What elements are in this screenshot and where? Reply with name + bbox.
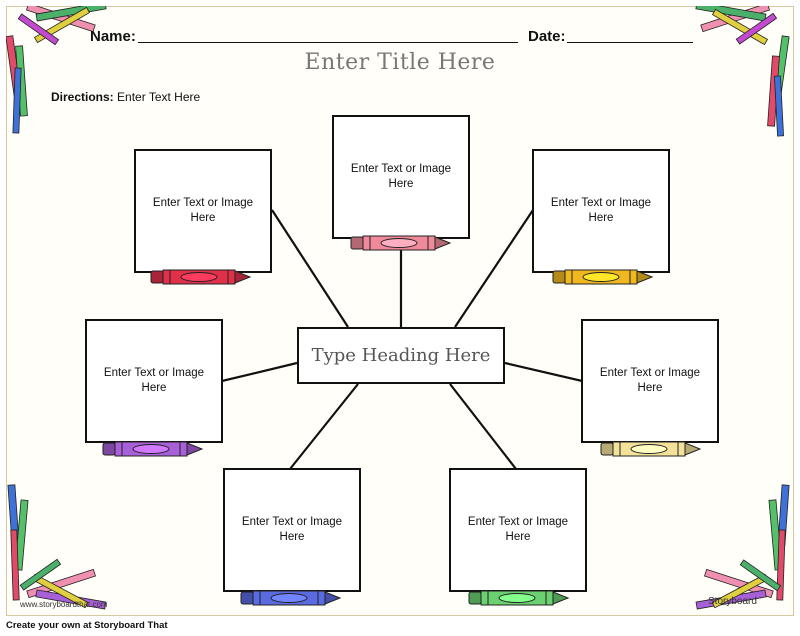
crayon-icon <box>150 269 252 285</box>
crayon-icon <box>600 441 702 457</box>
directions-text: Enter Text Here <box>117 90 201 104</box>
crayon-icon <box>468 590 570 606</box>
connector-line <box>271 209 349 328</box>
name-label: Name: <box>90 28 136 45</box>
corner-crayons-top-left <box>6 6 107 134</box>
idea-box-4[interactable]: Enter Text or Image Here <box>85 319 223 443</box>
page-title[interactable]: Enter Title Here <box>304 50 496 75</box>
idea-box-3[interactable]: Enter Text or Image Here <box>532 149 670 273</box>
connector-line <box>221 361 298 383</box>
watermark-left: www.storyboardthat.com <box>20 600 108 609</box>
idea-box-2[interactable]: Enter Text or Image Here <box>332 115 470 239</box>
footer-credit[interactable]: Create your own at Storyboard That <box>6 620 168 631</box>
date-line[interactable] <box>567 42 693 43</box>
idea-box-1[interactable]: Enter Text or Image Here <box>134 149 272 273</box>
idea-box-5[interactable]: Enter Text or Image Here <box>581 319 719 443</box>
corner-crayons-bottom-left <box>7 484 107 610</box>
name-line[interactable] <box>138 42 518 43</box>
idea-box-7[interactable]: Enter Text or Image Here <box>449 468 587 592</box>
connector-line <box>289 383 359 470</box>
center-heading[interactable]: Type Heading Here <box>297 327 505 384</box>
connector-line <box>449 383 517 470</box>
directions[interactable]: Directions: Enter Text Here <box>51 90 200 104</box>
connector-line <box>454 209 534 328</box>
crayon-icon <box>350 235 452 251</box>
date-label: Date: <box>528 28 566 45</box>
corner-crayons-top-right <box>695 6 790 137</box>
corner-crayons-bottom-right <box>695 484 790 610</box>
connector-line <box>504 361 583 383</box>
crayon-icon <box>240 590 342 606</box>
directions-label: Directions: <box>51 90 114 104</box>
watermark-right: Storyboard <box>708 596 757 607</box>
idea-box-6[interactable]: Enter Text or Image Here <box>223 468 361 592</box>
crayon-icon <box>102 441 204 457</box>
crayon-icon <box>552 269 654 285</box>
